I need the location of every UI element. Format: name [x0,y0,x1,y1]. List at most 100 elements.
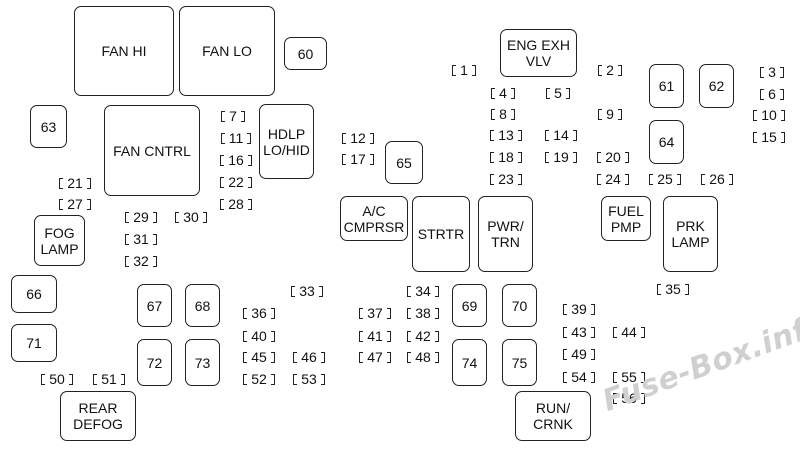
fuse-26: 26 [692,170,742,188]
fuse-number: 33 [299,283,315,299]
fuse-bracket-right [517,129,522,141]
fuse-bracket-left [760,88,765,100]
fuse-bracket-right [152,233,157,245]
relay-fan-lo: FAN LO [179,6,275,96]
fuse-bracket-right [517,151,522,163]
fuse-bracket-left [59,177,64,189]
fuse-54: 54 [554,368,604,386]
fuse-bracket-right [434,307,439,319]
fuse-bracket-right [572,151,577,163]
fuse-bracket-right [617,64,622,76]
fuse-bracket-left [490,173,495,185]
fuse-42: 42 [398,327,448,345]
fuse-bracket-left [293,373,298,385]
fuse-number: 56 [621,390,637,406]
fuse-number: 52 [251,371,267,387]
relay-prk-lamp: PRK LAMP [663,196,718,272]
fuse-28: 28 [211,195,261,213]
fuse-33: 33 [282,282,332,300]
fuse-bracket-right [640,392,645,404]
fuse-bracket-left [243,373,248,385]
fuse-number: 42 [415,328,431,344]
fuse-10: 10 [744,106,794,124]
fuse-bracket-right [240,110,245,122]
fuse-bracket-right [86,177,91,189]
fuse-number: 32 [133,253,149,269]
fuse-bracket-right [780,131,785,143]
fuse-number: 7 [229,108,237,124]
fuse-36: 36 [234,304,284,322]
fuse-bracket-left [598,108,603,120]
fuse-53: 53 [284,370,334,388]
fuse-bracket-right [386,351,391,363]
fuse-56: 56 [604,389,654,407]
relay-67: 67 [137,284,172,327]
fuse-bracket-left [221,110,226,122]
fuse-number: 38 [415,305,431,321]
fuse-bracket-left [220,132,225,144]
relay-68: 68 [185,284,220,327]
fuse-bracket-right [684,283,689,295]
fuse-bracket-left [490,129,495,141]
fuse-bracket-right [617,108,622,120]
fuse-bracket-left [342,132,347,144]
fuse-number: 3 [768,64,776,80]
fuse-bracket-right [434,330,439,342]
fuse-43: 43 [554,323,604,341]
fuse-bracket-left [753,131,758,143]
fuse-bracket-right [565,87,570,99]
fuse-bracket-right [270,307,275,319]
fuse-bracket-right [624,173,629,185]
fuse-bracket-left [545,151,550,163]
fuse-bracket-right [510,108,515,120]
fuse-bracket-left [563,303,568,315]
fuse-bracket-right [369,132,374,144]
fuse-number: 11 [228,130,244,146]
fuse-bracket-left [359,351,364,363]
fuse-bracket-right [86,198,91,210]
fuse-25: 25 [640,170,690,188]
fuse-bracket-left [41,373,46,385]
fuse-bracket-right [369,153,374,165]
relay-fan-cntrl: FAN CNTRL [104,105,200,196]
relay-61: 61 [649,64,684,108]
fuse-bracket-left [243,351,248,363]
relay-71: 71 [11,324,57,362]
fuse-bracket-left [407,330,412,342]
fuse-12: 12 [333,129,383,147]
fuse-bracket-left [452,64,457,76]
fuse-bracket-left [545,129,550,141]
fuse-bracket-left [125,211,130,223]
fuse-bracket-right [320,373,325,385]
fuse-bracket-right [202,211,207,223]
fuse-bracket-right [471,64,476,76]
fuse-bracket-right [590,348,595,360]
fuse-5: 5 [536,84,580,102]
fuse-bracket-left [342,153,347,165]
fuse-number: 13 [498,127,514,143]
fuse-21: 21 [50,174,100,192]
relay-fuel-pmp: FUEL PMP [601,196,651,241]
relay-run-crnk: RUN/ CRNK [515,391,591,441]
fuse-23: 23 [481,170,531,188]
fuse-2: 2 [588,61,632,79]
fuse-9: 9 [588,105,632,123]
fuse-19: 19 [536,148,586,166]
fuse-bracket-right [590,303,595,315]
fuse-number: 55 [621,369,637,385]
fuse-bracket-left [546,87,551,99]
fuse-number: 31 [133,231,149,247]
fuse-44: 44 [604,323,654,341]
relay-60: 60 [284,37,327,70]
fuse-bracket-left [407,307,412,319]
fuse-bracket-left [59,198,64,210]
fuse-34: 34 [398,282,448,300]
fuse-16: 16 [211,151,261,169]
fuse-bracket-left [701,173,706,185]
fuse-bracket-left [93,373,98,385]
fuse-number: 8 [499,106,507,122]
fuse-number: 43 [571,324,587,340]
relay-62: 62 [699,64,734,108]
fuse-bracket-right [676,173,681,185]
